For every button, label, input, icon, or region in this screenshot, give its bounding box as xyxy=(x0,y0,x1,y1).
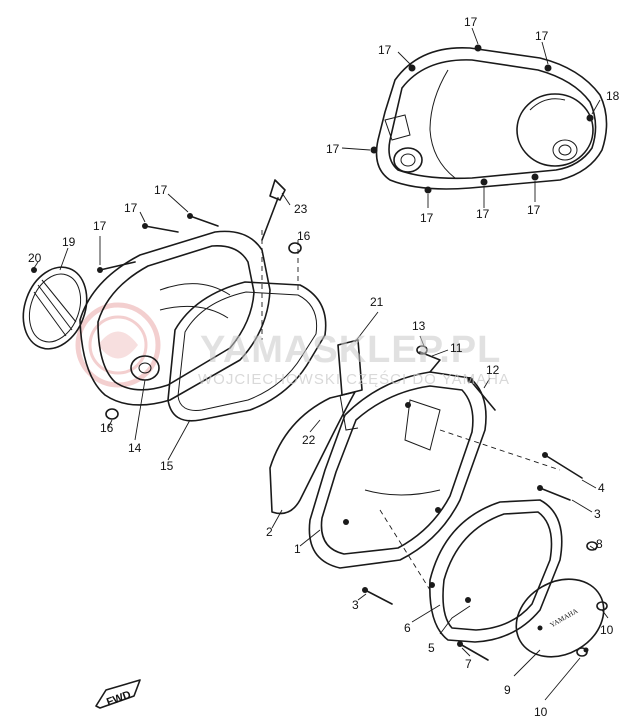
left-fasteners xyxy=(97,179,302,420)
callout-7: 7 xyxy=(465,657,472,671)
left-gasket xyxy=(167,281,327,422)
callout-5: 5 xyxy=(428,641,435,655)
callout-17-bottom-b: 17 xyxy=(476,207,490,221)
callout-17-mid-a: 17 xyxy=(154,183,168,197)
alignment-lines xyxy=(261,230,561,591)
callout-14: 14 xyxy=(128,441,142,455)
callout-20: 20 xyxy=(28,251,42,265)
callout-11: 11 xyxy=(450,341,463,355)
callout-4: 4 xyxy=(598,481,605,495)
callout-21: 21 xyxy=(370,295,384,309)
callout-2: 2 xyxy=(266,525,273,539)
callout-15: 15 xyxy=(160,459,174,473)
callout-16-top: 16 xyxy=(297,229,311,243)
cover-brand-text: YAMAHA xyxy=(549,607,580,629)
right-fasteners xyxy=(362,345,608,661)
fwd-label: FWD xyxy=(105,689,133,709)
callout-23: 23 xyxy=(294,202,308,216)
callout-12: 12 xyxy=(486,363,500,377)
bracket-21 xyxy=(337,339,363,431)
callout-1: 1 xyxy=(294,542,301,556)
callout-17-bottom-a: 17 xyxy=(420,211,434,225)
callout-8: 8 xyxy=(596,537,603,551)
callout-9: 9 xyxy=(504,683,511,697)
left-magneto-cover xyxy=(79,230,271,406)
lower-cover-6 xyxy=(429,499,563,643)
callout-17-top: 17 xyxy=(464,15,478,29)
callout-13: 13 xyxy=(412,319,426,333)
leader-lines xyxy=(33,27,609,701)
watermark-logo xyxy=(75,302,161,388)
callout-10-right: 10 xyxy=(600,623,614,637)
callout-17-top-right: 17 xyxy=(535,29,549,43)
center-crankcase-cover xyxy=(308,371,487,569)
callout-17-top-left: 17 xyxy=(378,43,392,57)
callout-18: 18 xyxy=(606,89,620,103)
callout-6: 6 xyxy=(404,621,411,635)
top-crankcase-cover xyxy=(370,44,608,194)
lower-cover-plate-9: YAMAHA xyxy=(515,578,605,658)
callout-17-mid-b: 17 xyxy=(124,201,138,215)
forward-direction-arrow: FWD xyxy=(95,679,141,709)
watermark-sub-text: WOJCIECHOWSKI CZĘŚCI DO YAMAHA xyxy=(198,370,510,388)
callout-22: 22 xyxy=(302,433,316,447)
callout-17-left: 17 xyxy=(326,142,340,156)
point-cover-disc xyxy=(22,266,88,350)
callout-17-mid-c: 17 xyxy=(93,219,107,233)
callout-10-bottom: 10 xyxy=(534,705,548,718)
part-callouts: 17 17 17 18 17 17 17 17 17 17 17 23 16 2… xyxy=(28,15,620,718)
callout-17-bottom-c: 17 xyxy=(527,203,541,217)
callout-19: 19 xyxy=(62,235,76,249)
callout-3-bottom: 3 xyxy=(352,598,359,612)
center-gasket xyxy=(269,391,356,515)
watermark-main-text: YAMASKLEP.PL xyxy=(200,329,501,371)
callout-3-right: 3 xyxy=(594,507,601,521)
callout-16-bottom: 16 xyxy=(100,421,114,435)
